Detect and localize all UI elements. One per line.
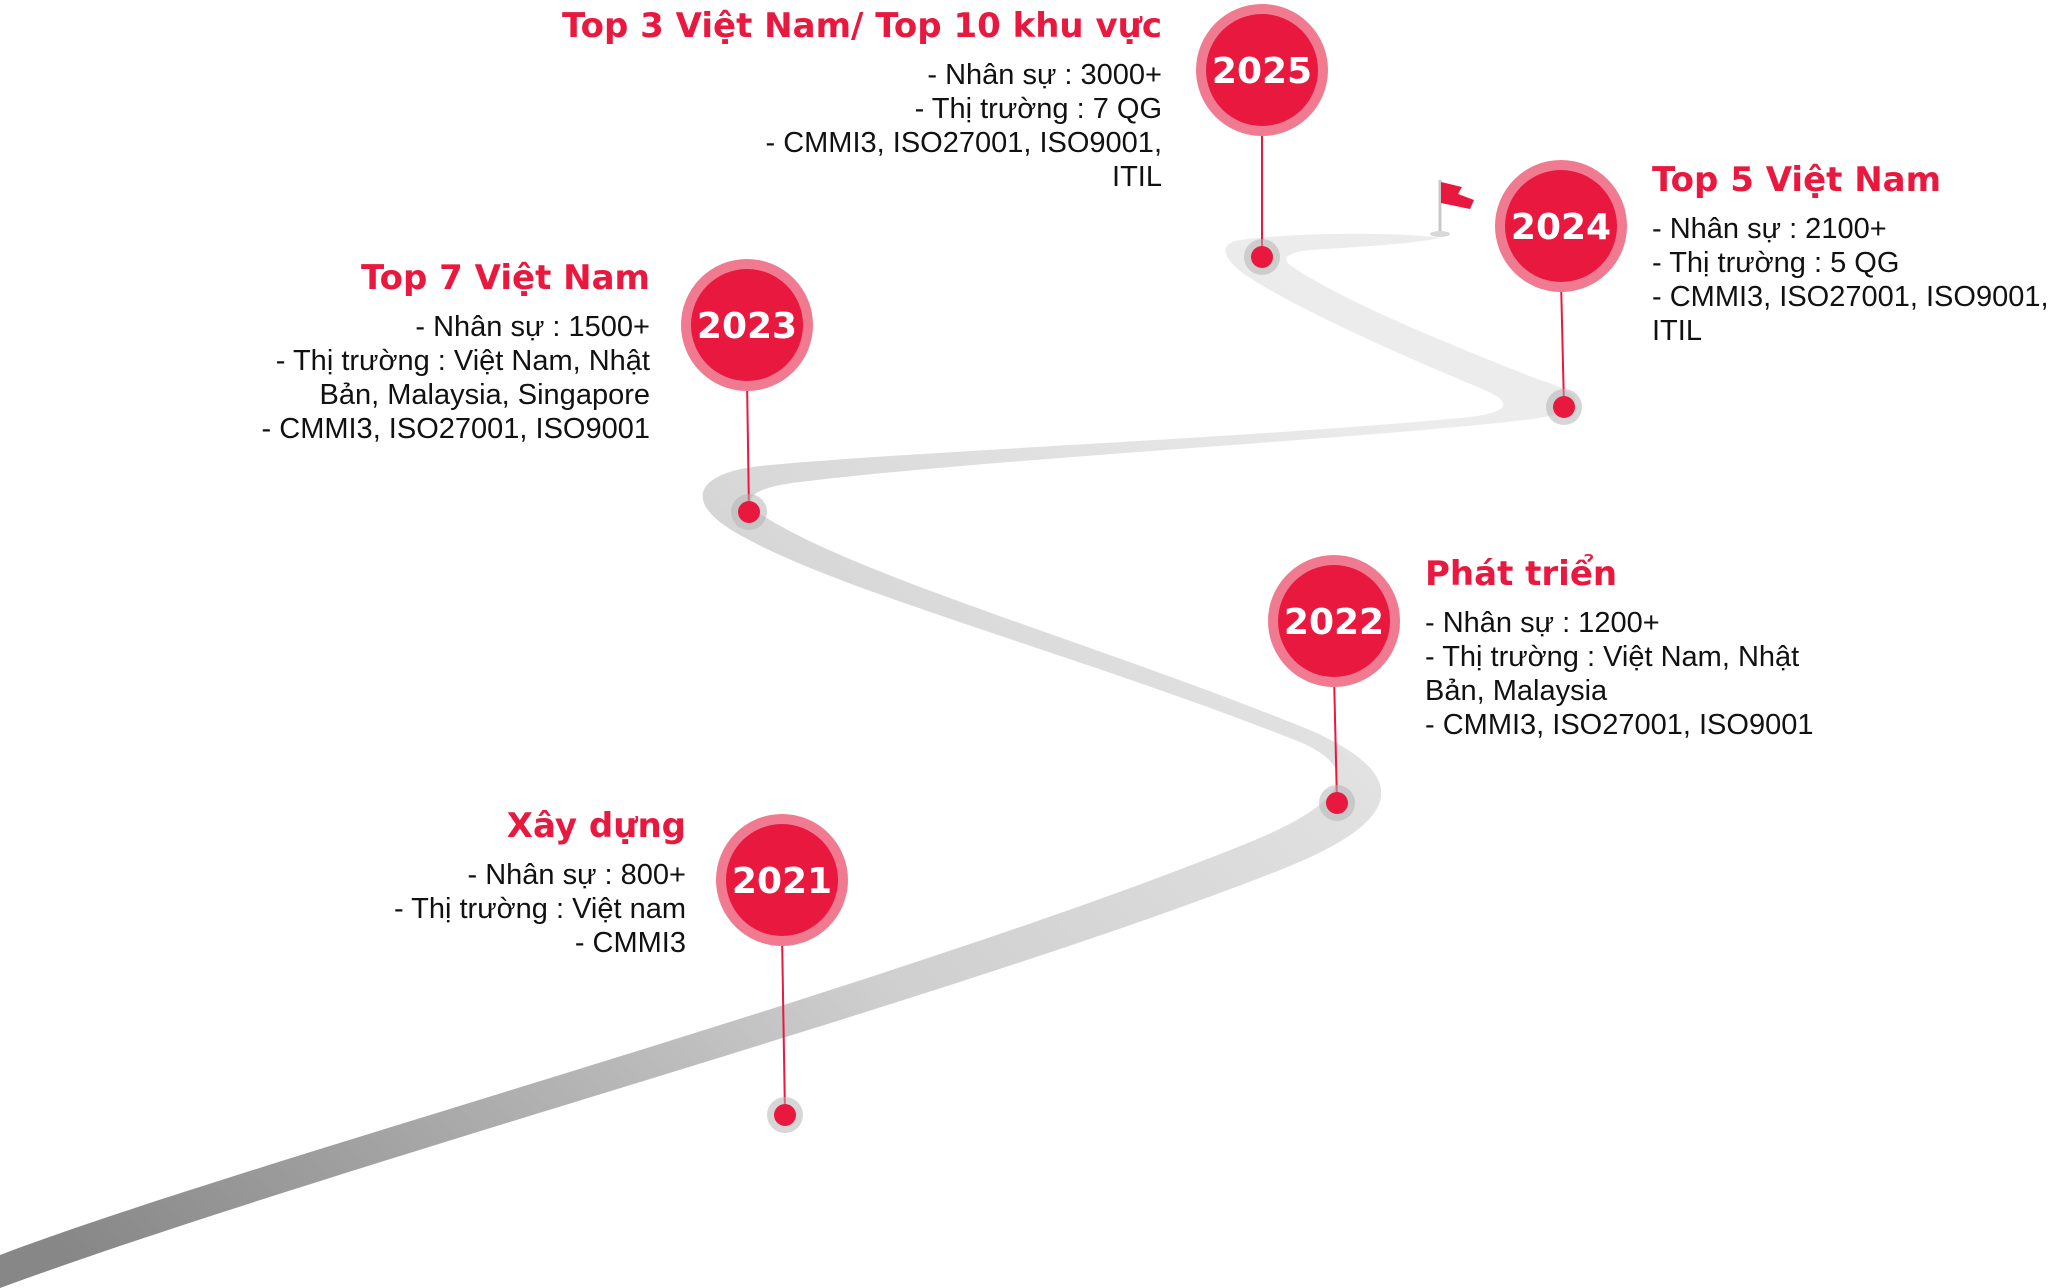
milestone-marker-2022: 2022: [1268, 555, 1400, 821]
detail-line: - CMMI3, ISO27001, ISO9001: [261, 413, 650, 445]
year-badge: [726, 824, 838, 936]
road-dot: [1251, 246, 1273, 268]
detail-line: - Nhân sự : 1200+: [1425, 607, 1660, 639]
detail-line: - Nhân sự : 3000+: [927, 59, 1162, 91]
detail-line: - CMMI3: [574, 927, 686, 959]
detail-line: Bản, Malaysia, Singapore: [319, 379, 650, 411]
detail-line: ITIL: [1652, 315, 1702, 347]
detail-line: - Nhân sự : 2100+: [1652, 213, 1887, 245]
milestone-markers: 2021 2022 2023 2024 2025: [681, 4, 1627, 1133]
detail-line: - CMMI3, ISO27001, ISO9001,: [1652, 281, 2048, 313]
year-label: 2024: [1511, 207, 1611, 248]
year-badge: [1206, 14, 1318, 126]
milestone-marker-2025: 2025: [1196, 4, 1328, 275]
milestone-title-2024: Top 5 Việt Nam: [1652, 160, 1942, 200]
flag-icon: [1430, 180, 1474, 237]
detail-line: ITIL: [1112, 161, 1162, 193]
milestone-title-2021: Xây dựng: [506, 806, 686, 846]
milestone-details-2025: - Nhân sự : 3000+ - Thị trường : 7 QG - …: [765, 58, 1162, 194]
road: [0, 233, 1576, 1288]
road-dot: [1326, 792, 1348, 814]
detail-line: Bản, Malaysia: [1425, 675, 1608, 707]
detail-line: - Thị trường : Việt nam: [393, 893, 686, 925]
detail-line: - Thị trường : 7 QG: [914, 93, 1162, 125]
detail-line: - Thị trường : Việt Nam, Nhật: [275, 345, 650, 377]
detail-line: - Nhân sự : 1500+: [415, 311, 650, 343]
year-badge: [691, 269, 803, 381]
milestone-title-2022: Phát triển: [1425, 554, 1618, 594]
road-dot: [1553, 396, 1575, 418]
year-label: 2022: [1284, 602, 1384, 643]
detail-line: - Nhân sự : 800+: [467, 859, 686, 891]
road-dot: [774, 1104, 796, 1126]
year-label: 2025: [1212, 51, 1312, 92]
connector-line: [1333, 674, 1338, 804]
milestone-marker-2021: 2021: [716, 814, 848, 1133]
milestone-marker-2024: 2024: [1495, 160, 1627, 425]
connector-line: [1560, 279, 1565, 408]
milestone-details-2022: - Nhân sự : 1200+ - Thị trường : Việt Na…: [1425, 606, 1813, 742]
milestone-details-2021: - Nhân sự : 800+ - Thị trường : Việt nam…: [394, 858, 686, 960]
year-badge: [1505, 170, 1617, 282]
year-label: 2021: [732, 861, 832, 902]
detail-line: - Thị trường : Việt Nam, Nhật: [1425, 641, 1800, 673]
milestone-title-2025: Top 3 Việt Nam/ Top 10 khu vực: [561, 6, 1162, 46]
milestone-marker-2023: 2023: [681, 259, 813, 530]
connector-line: [781, 933, 786, 1116]
year-label: 2023: [697, 306, 797, 347]
milestone-details-2024: - Nhân sự : 2100+ - Thị trường : 5 QG - …: [1652, 212, 2048, 348]
year-badge: [1278, 565, 1390, 677]
milestone-details-2023: - Nhân sự : 1500+ - Thị trường : Việt Na…: [262, 310, 650, 446]
detail-line: - CMMI3, ISO27001, ISO9001,: [765, 127, 1162, 159]
milestone-title-2023: Top 7 Việt Nam: [360, 258, 650, 298]
road-dot: [738, 501, 760, 523]
detail-line: - Thị trường : 5 QG: [1652, 247, 1900, 279]
detail-line: - CMMI3, ISO27001, ISO9001: [1425, 709, 1814, 741]
connector-line: [746, 378, 750, 513]
